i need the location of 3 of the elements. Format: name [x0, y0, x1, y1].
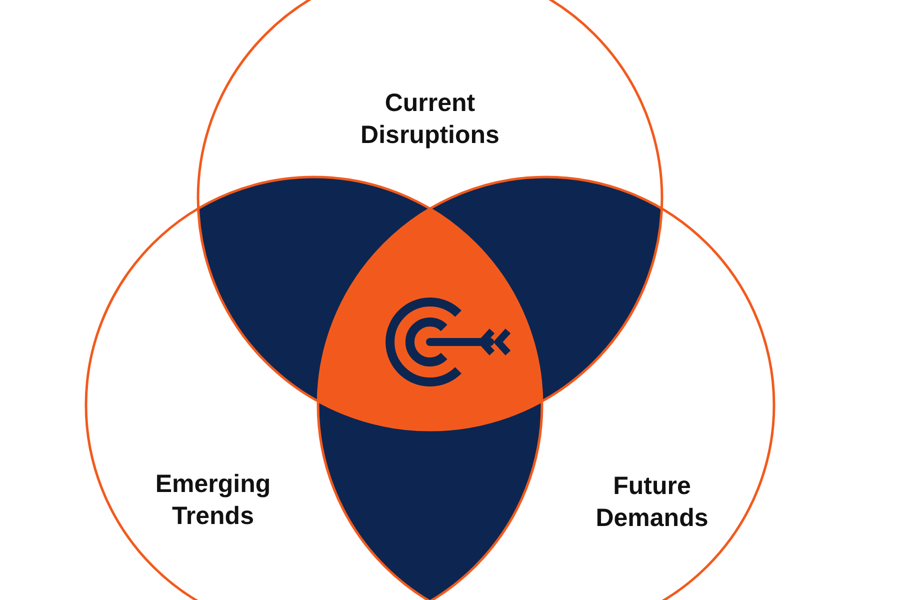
circle-label: Future Demands: [594, 471, 710, 534]
circle-label: Emerging Trends: [154, 469, 272, 532]
circle-label: Current Disruptions: [360, 88, 500, 151]
